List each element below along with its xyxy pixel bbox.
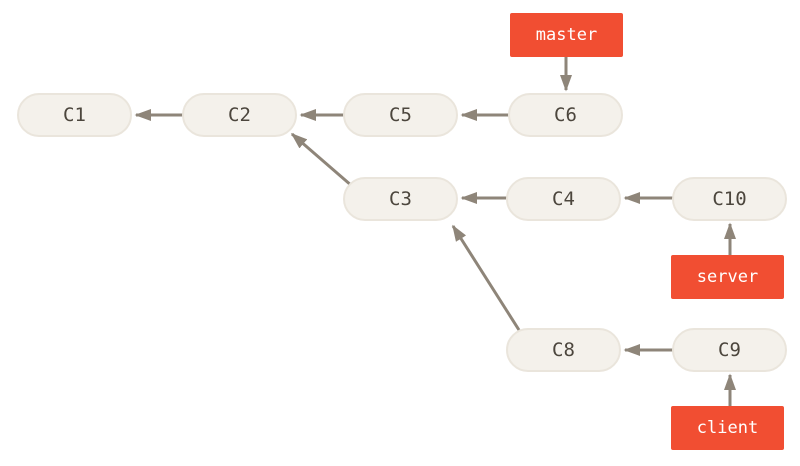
commit-node-c2: C2 — [182, 93, 297, 137]
commit-node-c8: C8 — [506, 328, 621, 372]
branch-label-client: client — [671, 406, 784, 450]
commit-node-c5: C5 — [343, 93, 458, 137]
branch-label-server: server — [671, 255, 784, 299]
commit-node-c9: C9 — [672, 328, 787, 372]
commit-node-c1: C1 — [17, 93, 132, 137]
edge-c3-c2 — [290, 132, 353, 188]
commit-node-c4: C4 — [506, 177, 621, 221]
commit-node-c6: C6 — [508, 93, 623, 137]
branch-label-master: master — [510, 13, 623, 57]
edge-c8-c3 — [451, 224, 521, 331]
commit-node-c3: C3 — [343, 177, 458, 221]
commit-node-c10: C10 — [672, 177, 787, 221]
